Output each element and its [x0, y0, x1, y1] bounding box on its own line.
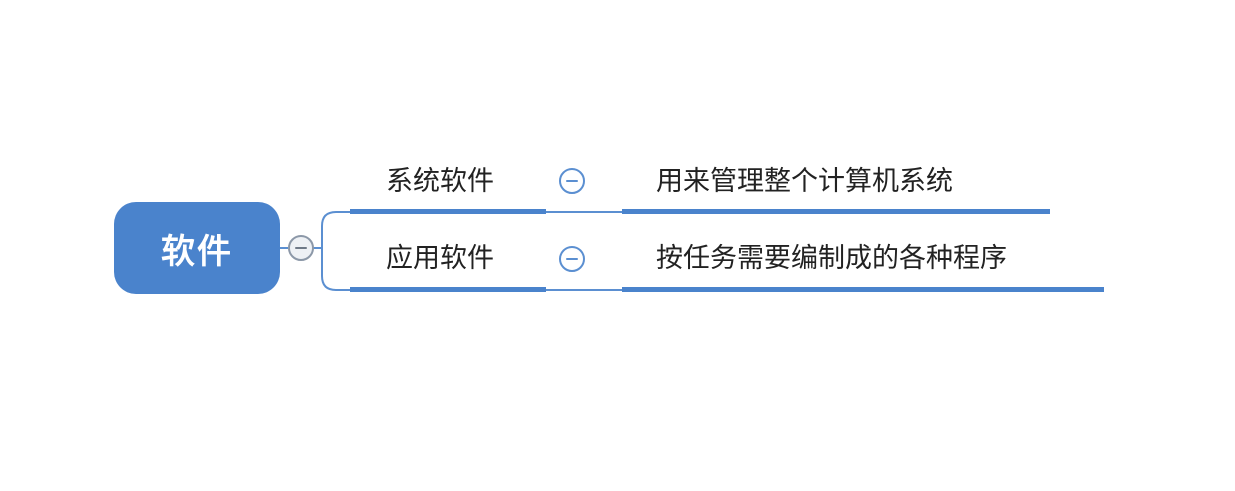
fork-curve-bottom: [321, 248, 350, 291]
branch-1-underline: [350, 209, 546, 214]
root-node[interactable]: 软件: [114, 202, 280, 294]
minus-circle-icon: [295, 247, 307, 249]
branch-1-collapse-button[interactable]: [559, 168, 585, 194]
minus-circle-icon: [566, 180, 578, 182]
branch-2-collapse-button[interactable]: [559, 246, 585, 272]
branch-1-label[interactable]: 系统软件: [386, 166, 494, 197]
branch-2-label[interactable]: 应用软件: [386, 243, 494, 274]
branch-2-description-underline: [622, 287, 1104, 292]
root-collapse-button[interactable]: [288, 235, 314, 261]
branch-2-description[interactable]: 按任务需要编制成的各种程序: [656, 243, 1007, 274]
fork-curve-top: [321, 211, 350, 248]
branch-1-description-underline: [622, 209, 1050, 214]
root-node-label: 软件: [161, 231, 233, 272]
branch-2-underline: [350, 287, 546, 292]
branch-1-description[interactable]: 用来管理整个计算机系统: [656, 166, 953, 197]
minus-circle-icon: [566, 258, 578, 260]
